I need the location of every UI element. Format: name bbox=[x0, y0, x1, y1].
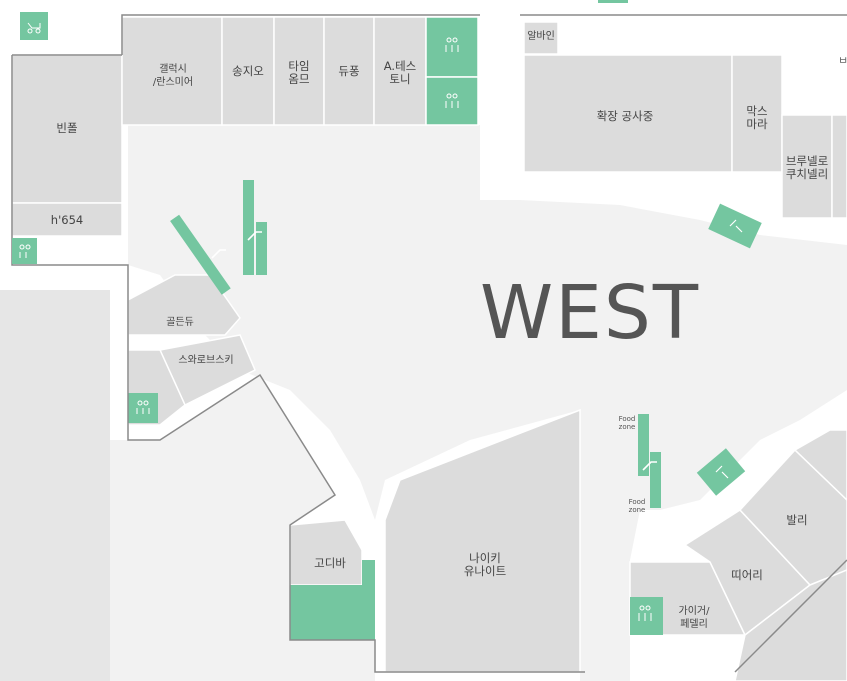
outline-top bbox=[121, 14, 480, 55]
store-right-lower bbox=[793, 429, 847, 502]
facility-godiva-side[interactable] bbox=[362, 560, 375, 585]
store-albaen[interactable] bbox=[523, 21, 559, 55]
store-expansion[interactable] bbox=[523, 54, 733, 173]
label-bean-pole: 빈폴 bbox=[56, 121, 78, 135]
escalator-left-b[interactable] bbox=[170, 214, 231, 295]
elevator-right[interactable] bbox=[708, 203, 762, 249]
store-a-testoni[interactable] bbox=[373, 16, 427, 126]
label-nike: 나이키 유나이트 bbox=[463, 551, 507, 578]
store-bottom-right bbox=[734, 569, 847, 681]
label-swarovski: 스와로브스키 bbox=[178, 355, 234, 366]
label-food-zone-bottom: Food zone bbox=[628, 498, 646, 514]
label-dupont: 듀퐁 bbox=[338, 64, 360, 78]
corridor bbox=[128, 125, 847, 681]
elevator-icon bbox=[715, 219, 743, 479]
label-golden-duck: 골든듀 bbox=[166, 317, 194, 328]
escalator-left-a2[interactable] bbox=[256, 222, 267, 275]
outline-bottom-right bbox=[734, 559, 847, 673]
label-max-mara: 막스 마라 bbox=[746, 104, 768, 131]
label-ddeoeori: 띠어리 bbox=[731, 568, 763, 582]
label-a-testoni: A.테스 토니 bbox=[383, 59, 417, 86]
label-expansion: 확장 공사중 bbox=[596, 109, 654, 123]
label-brunello: 브루넬로 쿠치넬리 bbox=[785, 154, 829, 181]
elevator-bottom-right[interactable] bbox=[696, 448, 746, 496]
label-time-homme: 타임 옴므 bbox=[288, 59, 310, 86]
escalator-food-zone[interactable] bbox=[638, 414, 649, 476]
store-bally[interactable] bbox=[738, 448, 847, 586]
store-nike[interactable] bbox=[384, 408, 581, 673]
label-albaen: 알바인 bbox=[527, 31, 555, 42]
restroom-left-top[interactable] bbox=[12, 238, 37, 264]
restroom-gaiger[interactable] bbox=[630, 597, 663, 635]
stroller-icon bbox=[27, 22, 41, 34]
escalator-icon bbox=[211, 231, 657, 471]
stroller-box[interactable] bbox=[20, 12, 48, 40]
label-galaxy: 갤럭시 /란스미어 bbox=[152, 64, 194, 88]
outline-top-left bbox=[11, 55, 585, 673]
restroom-block-top[interactable] bbox=[425, 16, 479, 78]
label-bally: 발리 bbox=[786, 513, 808, 527]
label-gaiger: 가이거/ 페델리 bbox=[678, 606, 710, 630]
partial-top-green bbox=[598, 0, 628, 3]
edge-glyph: ㅂ bbox=[838, 54, 847, 67]
store-songzio[interactable] bbox=[221, 16, 275, 126]
restroom-block-bottom[interactable] bbox=[425, 76, 479, 126]
label-songzio: 송지오 bbox=[232, 64, 264, 78]
label-food-zone-top: Food zone bbox=[618, 415, 636, 431]
store-galaxy[interactable] bbox=[121, 16, 223, 126]
escalator-left-a[interactable] bbox=[243, 180, 254, 275]
escalator-food-zone-2[interactable] bbox=[650, 452, 661, 508]
label-h654: h'654 bbox=[50, 213, 84, 227]
store-right-edge bbox=[831, 114, 847, 219]
store-dupont[interactable] bbox=[323, 16, 375, 126]
facility-godiva[interactable] bbox=[290, 585, 375, 640]
outer-block bbox=[0, 290, 110, 681]
label-godiva: 고디바 bbox=[314, 556, 346, 570]
restroom-icon bbox=[19, 37, 652, 621]
store-godiva[interactable] bbox=[289, 519, 363, 586]
store-max-mara[interactable] bbox=[731, 54, 783, 173]
region-label-west: WEST bbox=[480, 270, 701, 356]
